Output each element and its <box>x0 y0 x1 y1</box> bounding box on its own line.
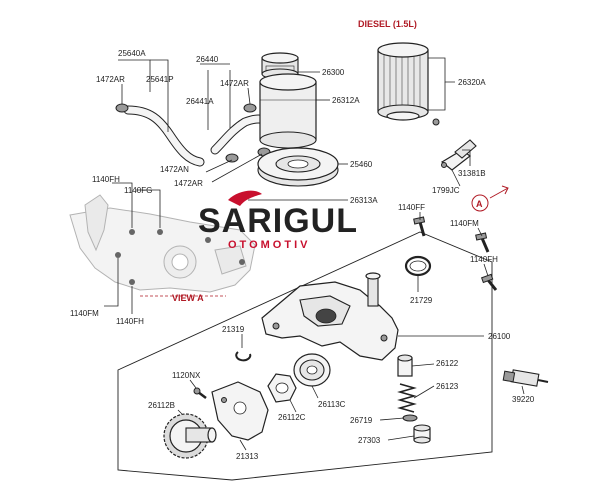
pump-cover-21313 <box>211 381 269 441</box>
label-26719: 26719 <box>350 416 373 425</box>
hose-25640a <box>123 105 205 167</box>
label-31381b: 31381B <box>458 169 486 178</box>
bracket-31381b <box>440 139 477 171</box>
label-1799jc: 1799JC <box>432 186 460 195</box>
label-1472ar-b: 1472AR <box>220 79 249 88</box>
oil-pump-body-26100 <box>261 272 399 361</box>
sprocket-26112b <box>163 413 217 459</box>
leader-lines <box>104 57 525 451</box>
label-diesel-variant: DIESEL (1.5L) <box>358 19 417 29</box>
label-1140fm-b: 1140FM <box>70 309 99 318</box>
bolt-1140ff <box>413 216 426 237</box>
label-21319: 21319 <box>222 325 245 334</box>
label-26441a: 26441A <box>186 97 214 106</box>
label-26440: 26440 <box>196 55 219 64</box>
clamp-1472ar-b <box>243 103 257 113</box>
clamp-1472ar-a <box>115 103 129 113</box>
label-26112c: 26112C <box>278 413 306 422</box>
spring-26123 <box>397 383 417 413</box>
oil-filter-26312a <box>259 73 317 149</box>
plunger-26122 <box>397 354 413 377</box>
logo-brand-text: SARIGUL <box>198 202 358 240</box>
sensor-39220 <box>502 369 549 387</box>
screw-1120nx <box>193 387 207 399</box>
clamp-1472an <box>225 153 239 163</box>
label-21729: 21729 <box>410 296 433 305</box>
label-26122: 26122 <box>436 359 459 368</box>
label-27303: 27303 <box>358 436 381 445</box>
label-1120nx: 1120NX <box>172 371 201 380</box>
label-1472ar-c: 1472AR <box>174 179 203 188</box>
label-25640a: 25640A <box>118 49 146 58</box>
oil-cooler-25460 <box>257 147 339 187</box>
svg-text:A: A <box>476 199 483 209</box>
callout-a: A <box>471 185 509 212</box>
label-view-a: VIEW A <box>172 293 204 303</box>
bolt-1140fh <box>480 273 498 291</box>
logo-subtitle-text: OTOMOTIV <box>228 239 310 251</box>
label-1140ff: 1140FF <box>398 203 425 212</box>
assembly-frame <box>117 231 493 481</box>
label-25460: 25460 <box>350 160 373 169</box>
label-1472ar-a: 1472AR <box>96 75 125 84</box>
label-1140fh-a: 1140FH <box>92 175 120 184</box>
rotor-26113c <box>293 353 331 387</box>
retainer-26719 <box>402 414 418 422</box>
label-26100: 26100 <box>488 332 511 341</box>
label-1140fg: 1140FG <box>124 186 152 195</box>
label-1140fh-b: 1140FH <box>470 255 498 264</box>
label-1140fh-c: 1140FH <box>116 317 144 326</box>
sarigul-logo: SARIGUL OTOMOTIV <box>198 190 358 251</box>
label-26320a: 26320A <box>458 78 486 87</box>
label-26312a: 26312A <box>332 96 360 105</box>
label-1472an: 1472AN <box>160 165 189 174</box>
plug-27303 <box>413 424 431 444</box>
label-26113c: 26113C <box>318 400 346 409</box>
label-26123: 26123 <box>436 382 459 391</box>
bolt-1140fm <box>475 232 490 253</box>
label-26112b: 26112B <box>148 401 175 410</box>
circlip-21319 <box>235 351 252 362</box>
label-39220: 39220 <box>512 395 535 404</box>
label-21313: 21313 <box>236 452 259 461</box>
label-1140fm-a: 1140FM <box>450 219 479 228</box>
oring-21729 <box>404 255 432 277</box>
diesel-filter-26320a <box>377 42 440 126</box>
engine-block-view-a <box>69 194 256 293</box>
label-26300: 26300 <box>322 68 345 77</box>
label-25641p: 25641P <box>146 75 174 84</box>
label-26313a: 26313A <box>350 196 378 205</box>
rotor-26112c <box>267 373 297 403</box>
